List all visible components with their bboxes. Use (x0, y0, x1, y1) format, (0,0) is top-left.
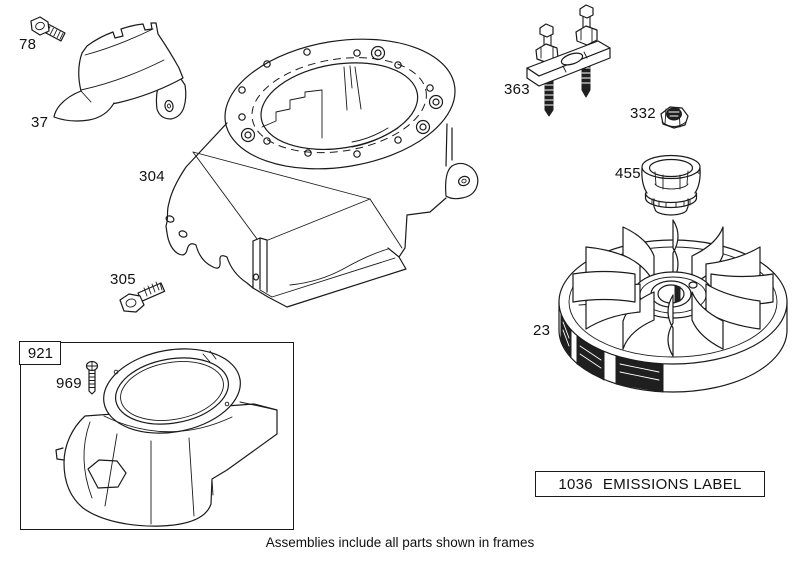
flywheel-puller-363-drawing (526, 4, 611, 117)
part-label-37: 37 (31, 114, 49, 131)
cover-assembly-921-drawing (55, 348, 278, 527)
emissions-label-box: 1036 EMISSIONS LABEL (535, 471, 765, 497)
screw-305-drawing (119, 281, 166, 313)
blower-housing-304-drawing (165, 38, 479, 308)
part-label-455: 455 (615, 165, 641, 182)
guard-37-drawing (53, 22, 187, 122)
starter-cup-455-drawing (641, 154, 701, 216)
flywheel-23-drawing (558, 219, 788, 393)
part-label-78: 78 (19, 36, 37, 53)
frame-number-tag: 921 (19, 341, 62, 366)
part-label-332: 332 (630, 105, 656, 122)
part-label-969: 969 (56, 375, 82, 392)
part-label-23: 23 (533, 322, 551, 339)
bolt-78-drawing (30, 16, 66, 42)
part-label-363: 363 (504, 81, 530, 98)
diagram-caption: Assemblies include all parts shown in fr… (265, 535, 535, 550)
emissions-label-number: 1036 (558, 475, 593, 493)
emissions-label-text: EMISSIONS LABEL (602, 475, 742, 493)
part-label-304: 304 (139, 168, 165, 185)
flywheel-nut-332-drawing (660, 106, 689, 129)
assembly-frame-921: 921 (19, 341, 294, 530)
frame-number: 921 (27, 344, 53, 362)
part-label-305: 305 (110, 271, 136, 288)
